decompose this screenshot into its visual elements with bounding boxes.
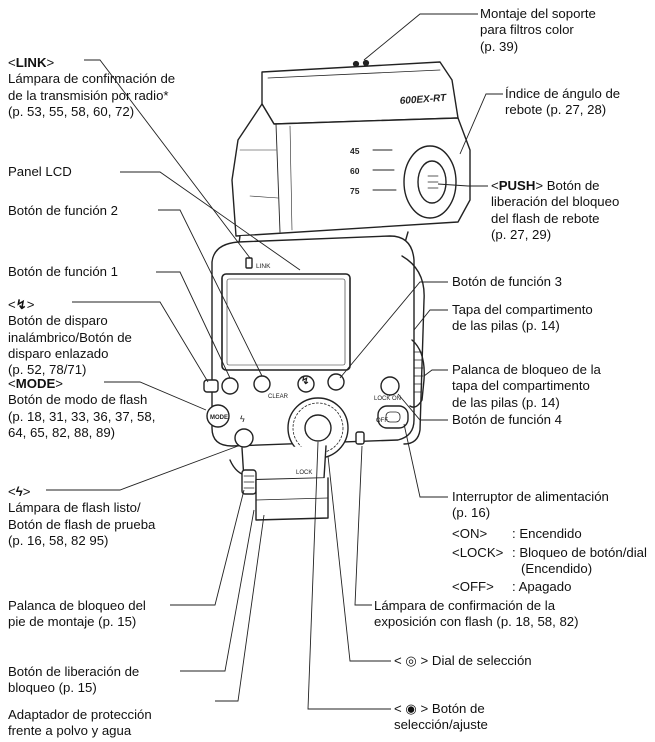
wireless-symbol-icon: ↯ bbox=[15, 297, 27, 312]
flash-confirm-label: Lámpara de confirmación de la exposición… bbox=[374, 598, 579, 631]
dial-label: < ◎ > Dial de selección bbox=[394, 653, 532, 668]
bounce-line-2: rebote (p. 27, 28) bbox=[505, 102, 607, 118]
ready-line-1: Lámpara de flash listo/ bbox=[8, 500, 141, 516]
bounce-index-label: Índice de ángulo de rebote (p. 27, 28) bbox=[505, 86, 620, 119]
function-button-2-label: Botón de función 2 bbox=[8, 203, 118, 218]
mode-tag: MODE bbox=[15, 376, 56, 391]
power-switch-label: Interruptor de alimentación (p. 16) bbox=[452, 489, 609, 522]
set-button-icon: ◉ bbox=[405, 701, 417, 716]
lever-line-3: de las pilas (p. 14) bbox=[452, 394, 560, 410]
ready-line-3: (p. 16, 58, 82 95) bbox=[8, 532, 109, 548]
mode-line-2: (p. 18, 31, 33, 36, 37, 58, bbox=[8, 408, 156, 424]
push-line-3: del flash de rebote bbox=[491, 210, 600, 226]
push-line-4: (p. 27, 29) bbox=[491, 226, 552, 242]
on-tag: <ON> bbox=[452, 526, 488, 541]
mode-button-label: <MODE> Botón de modo de flash (p. 18, 31… bbox=[8, 376, 156, 440]
lock-desc-1: : Bloqueo de botón/dial bbox=[512, 545, 647, 560]
set-line-1: Botón de bbox=[431, 701, 485, 716]
link-line-2: de la transmisión por radio* bbox=[8, 87, 169, 103]
bounce-line-1: Índice de ángulo de bbox=[505, 86, 621, 101]
off-print: OFF bbox=[376, 418, 388, 424]
mode-line-3: 64, 65, 82, 88, 89) bbox=[8, 424, 116, 440]
filter-line-1: Montaje del soporte bbox=[480, 6, 596, 21]
foot-line-1: Palanca de bloqueo del bbox=[8, 598, 146, 613]
lock-tag: <LOCK> bbox=[452, 545, 504, 560]
release-line-2: bloqueo (p. 15) bbox=[8, 680, 97, 696]
confirm-line-1: Lámpara de confirmación de la bbox=[374, 598, 556, 613]
wireless-button-label: <↯> Botón de disparo inalámbrico/Botón d… bbox=[8, 297, 132, 378]
clear-print: CLEAR bbox=[268, 394, 289, 400]
lock-on-print: LOCK ON bbox=[374, 396, 401, 402]
release-line-1: Botón de liberación de bbox=[8, 664, 140, 679]
lever-line-2: tapa del compartimento bbox=[452, 378, 590, 394]
link-lamp-label: <LINK> Lámpara de confirmación de de la … bbox=[8, 55, 176, 119]
flash-symbol-print: ϟ bbox=[240, 414, 245, 424]
lcd-panel-label: Panel LCD bbox=[8, 164, 72, 179]
wireless-line-4: (p. 52, 78/71) bbox=[8, 362, 87, 378]
link-line-3: (p. 53, 55, 58, 60, 72) bbox=[8, 103, 135, 119]
off-desc: : Apagado bbox=[512, 579, 572, 594]
battery-lever-label: Palanca de bloqueo de la tapa del compar… bbox=[452, 362, 601, 411]
lever-line-1: Palanca de bloqueo de la bbox=[452, 362, 601, 377]
function-button-1-label: Botón de función 1 bbox=[8, 264, 118, 279]
confirm-line-2: exposición con flash (p. 18, 58, 82) bbox=[374, 614, 579, 630]
wireless-line-3: disparo enlazado bbox=[8, 345, 109, 361]
mode-line-1: Botón de modo de flash bbox=[8, 392, 148, 408]
adapter-line-2: frente a polvo y agua bbox=[8, 723, 132, 739]
wireless-line-1: Botón de disparo bbox=[8, 313, 108, 329]
wireless-symbol-print: ↯ bbox=[301, 376, 309, 387]
filter-mount-label: Montaje del soporte para filtros color (… bbox=[480, 6, 596, 55]
scale-75: 75 bbox=[350, 186, 360, 196]
power-line-1: Interruptor de alimentación bbox=[452, 489, 609, 504]
filter-line-2: para filtros color bbox=[480, 22, 574, 38]
wireless-line-2: inalámbrico/Botón de bbox=[8, 329, 132, 345]
battery-cover-label: Tapa del compartimento de las pilas (p. … bbox=[452, 302, 593, 335]
mode-print: MODE bbox=[210, 415, 228, 421]
on-desc: : Encendido bbox=[512, 526, 582, 541]
set-button-label: < ◉ > Botón de selección/ajuste bbox=[394, 701, 488, 733]
link-line-1: Lámpara de confirmación de bbox=[8, 71, 176, 87]
scale-45: 45 bbox=[350, 146, 360, 156]
link-tag: LINK bbox=[15, 55, 47, 70]
model-print: 600EX-RT bbox=[399, 93, 447, 107]
cover-line-2: de las pilas (p. 14) bbox=[452, 318, 560, 334]
lock-lever-print: LOCK bbox=[296, 470, 312, 476]
filter-line-3: (p. 39) bbox=[480, 38, 519, 54]
scale-60: 60 bbox=[350, 166, 360, 176]
dial-text: Dial de selección bbox=[431, 653, 532, 668]
power-line-2: (p. 16) bbox=[452, 505, 491, 521]
link-print: LINK bbox=[256, 263, 271, 270]
set-line-2: selección/ajuste bbox=[394, 717, 488, 733]
lock-release-label: Botón de liberación de bloqueo (p. 15) bbox=[8, 664, 139, 697]
flash-ready-icon: ϟ bbox=[15, 484, 23, 499]
function-button-3-label: Botón de función 3 bbox=[452, 274, 562, 289]
ready-line-2: Botón de flash de prueba bbox=[8, 516, 156, 532]
function-button-4-label: Botón de función 4 bbox=[452, 412, 562, 427]
dust-adapter-label: Adaptador de protección frente a polvo y… bbox=[8, 707, 152, 740]
off-tag: <OFF> bbox=[452, 579, 494, 594]
adapter-line-1: Adaptador de protección bbox=[8, 707, 152, 722]
foot-lock-lever-label: Palanca de bloqueo del pie de montaje (p… bbox=[8, 598, 146, 631]
cover-line-1: Tapa del compartimento bbox=[452, 302, 593, 317]
push-tag: PUSH bbox=[498, 178, 536, 193]
dial-icon: ◎ bbox=[405, 653, 417, 668]
push-line-1: Botón de bbox=[546, 178, 600, 193]
push-button-label: <PUSH> Botón de liberación del bloqueo d… bbox=[491, 178, 620, 242]
lock-desc-2: (Encendido) bbox=[521, 561, 593, 576]
foot-line-2: pie de montaje (p. 15) bbox=[8, 614, 137, 630]
push-line-2: liberación del bloqueo bbox=[491, 194, 620, 210]
flash-ready-label: <ϟ> Lámpara de flash listo/ Botón de fla… bbox=[8, 484, 156, 548]
